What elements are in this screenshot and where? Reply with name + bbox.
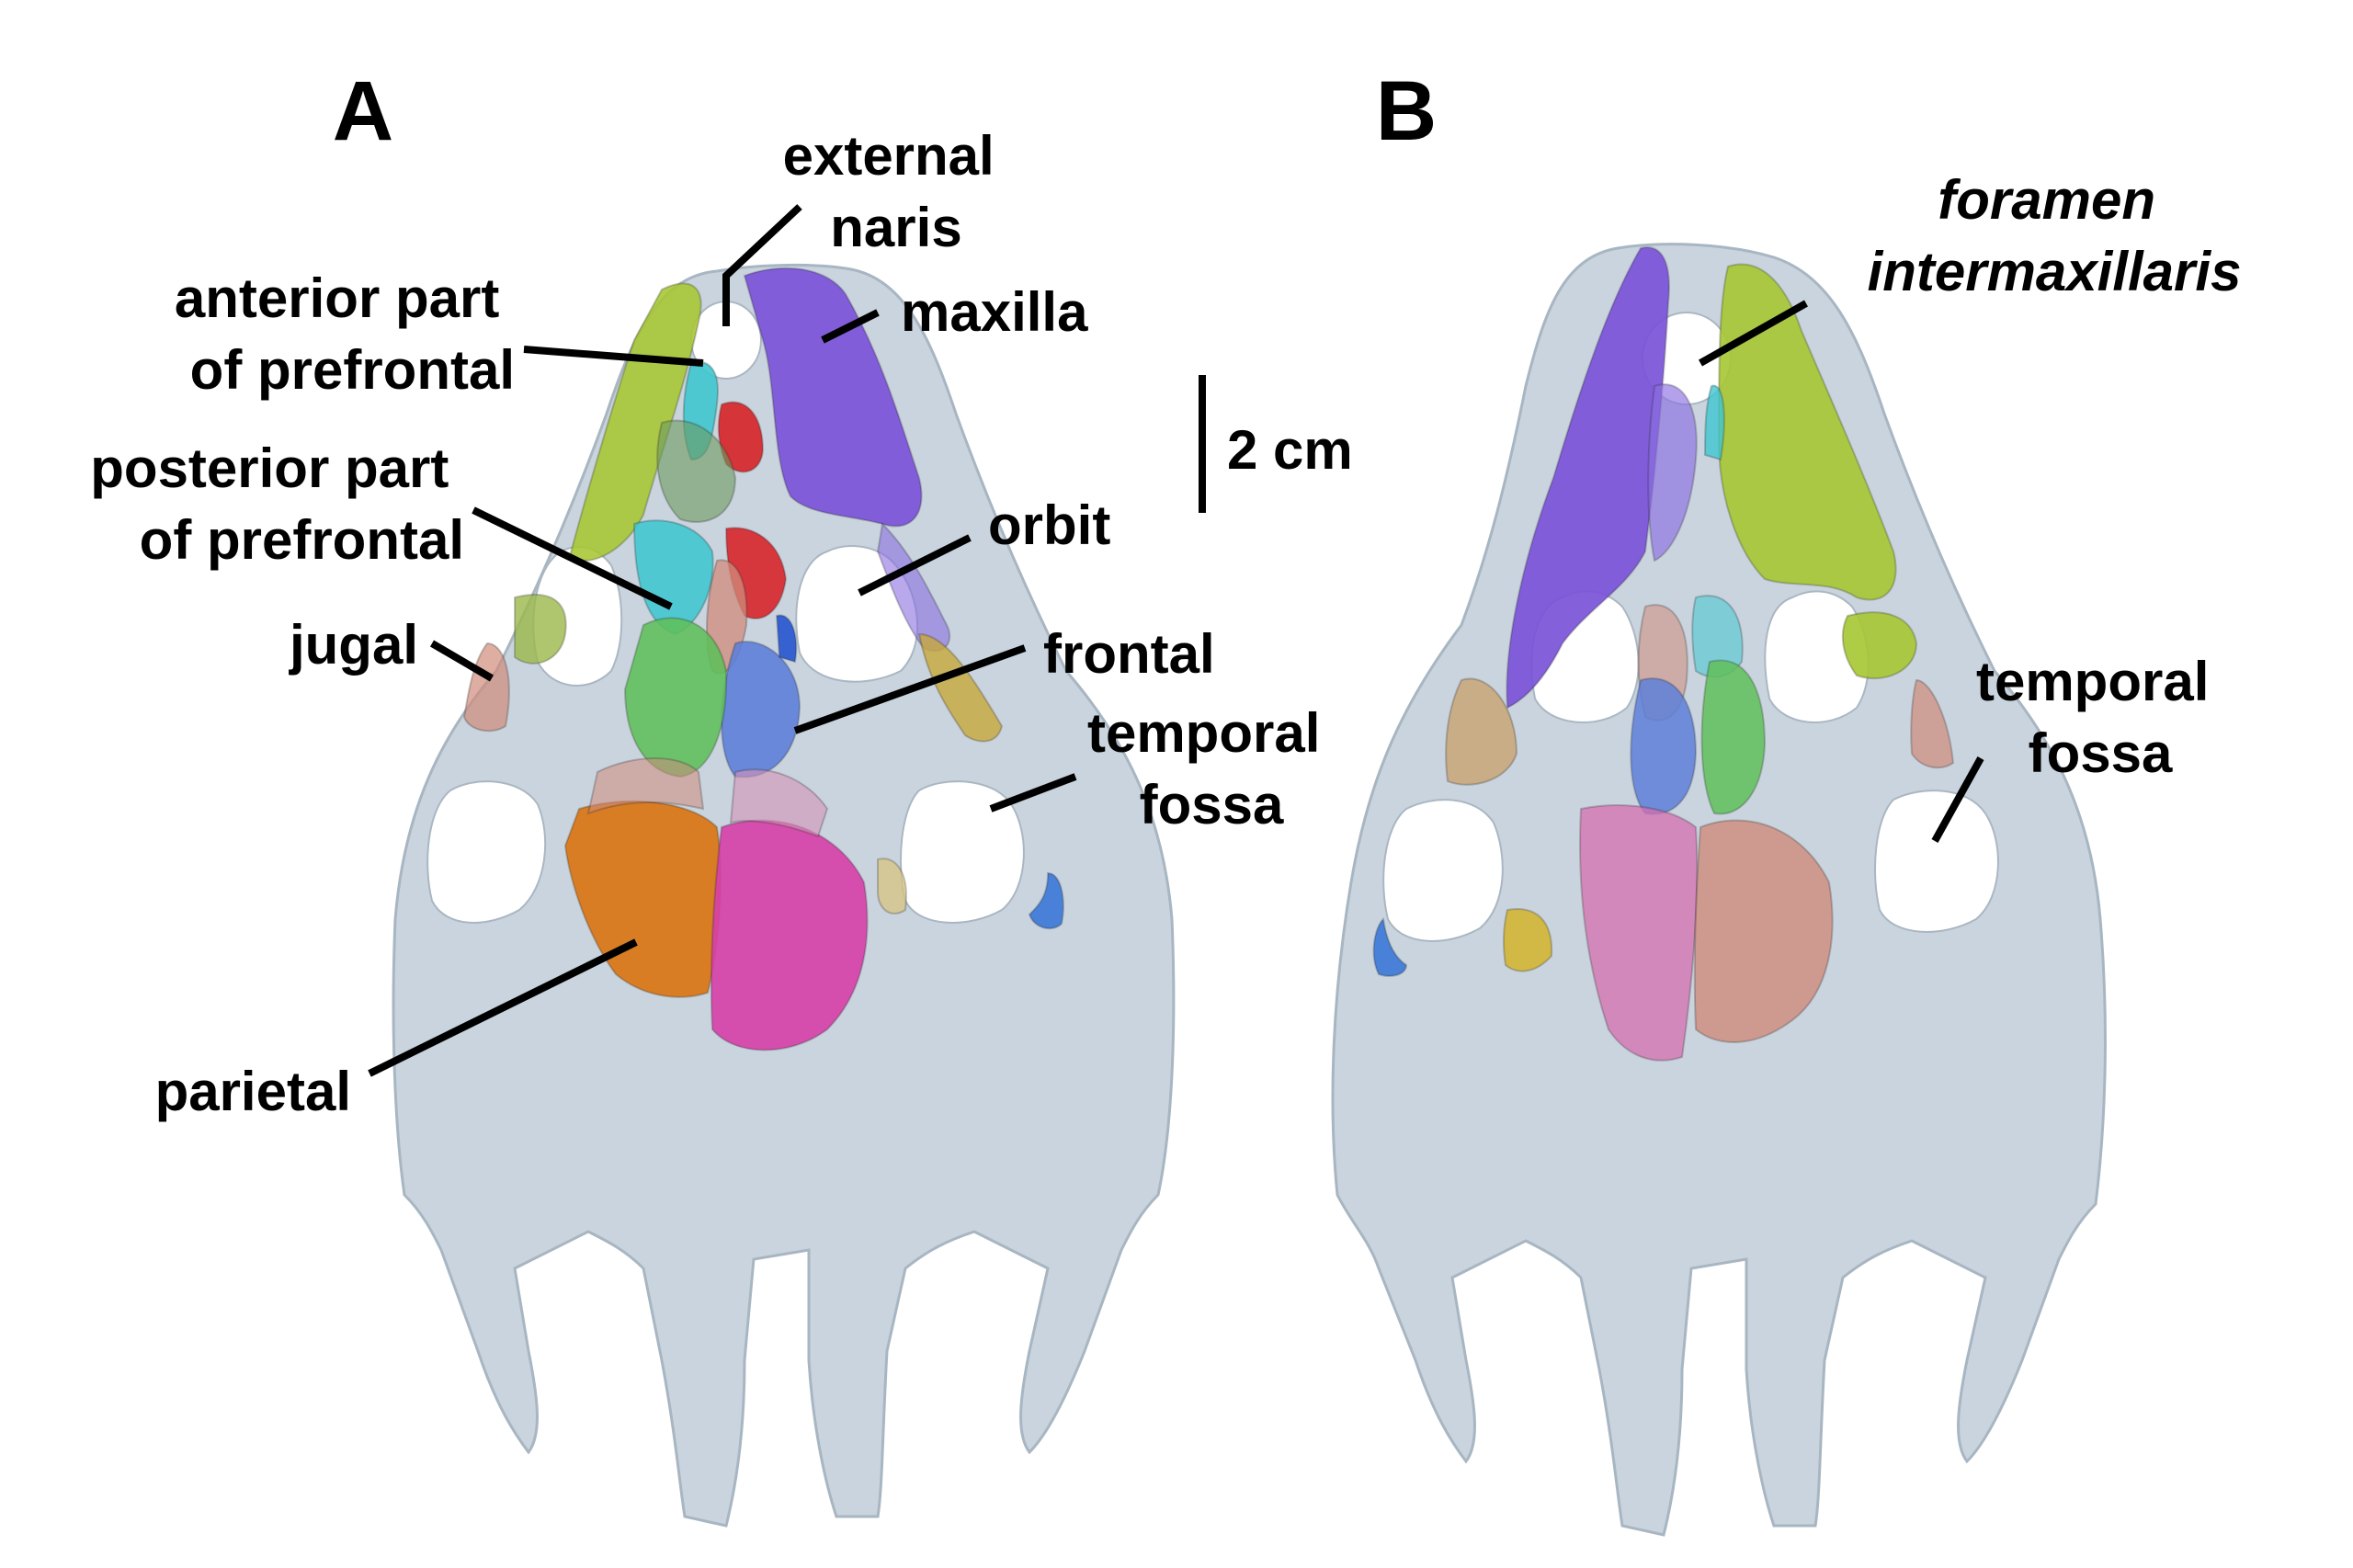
label-parietal: parietal <box>155 1061 351 1122</box>
label-temporal-fossa-b: temporal fossa <box>1976 651 2224 784</box>
jugal-b-green-lower <box>1841 611 1918 680</box>
maxilla-a-purple <box>743 267 923 528</box>
skull-a <box>392 263 1176 1528</box>
label-orbit: orbit <box>988 494 1110 556</box>
parietal-b-salmon <box>1693 819 1834 1043</box>
label-temporal-fossa-a-line1: temporal <box>1087 702 1320 764</box>
label-temporal-fossa-a: temporal fossa <box>1087 702 1336 835</box>
label-foramen-intermaxillaris: foramen intermaxillaris <box>1868 169 2242 302</box>
leader-external-naris <box>722 204 802 326</box>
jugal-a-green-upper <box>568 282 702 562</box>
leader-maxilla <box>821 309 880 344</box>
label-temporal-fossa-b-line1: temporal <box>1976 651 2209 712</box>
maxilla-b-purple-inner <box>1647 383 1698 562</box>
frontal-b-blue <box>1630 677 1698 815</box>
parietal-a-magenta <box>710 819 869 1051</box>
parietal-b-pink <box>1579 804 1699 1062</box>
salmon-a-parietal <box>586 757 705 815</box>
gold-a-jugal <box>917 632 1004 743</box>
leader-anterior-prefrontal <box>523 346 704 367</box>
label-external-naris: external naris <box>783 125 1010 258</box>
parietal-a-orange <box>563 800 722 998</box>
green-a-frontal <box>623 617 728 778</box>
jugal-a-green-lower <box>514 593 567 665</box>
blue-a-small <box>1028 871 1064 930</box>
leader-parietal <box>368 938 638 1077</box>
label-posterior-prefrontal: posterior part of prefrontal <box>90 437 464 571</box>
salmon-a-jugal <box>462 642 510 733</box>
label-frontal: frontal <box>1043 623 1215 685</box>
green-b-frontal <box>1700 659 1767 815</box>
skull-b-temporal-left <box>1382 799 1504 942</box>
pink-a-parietal <box>729 768 829 838</box>
salmon-b-jugal-left <box>1445 677 1518 786</box>
label-posterior-prefrontal-line2: of prefrontal <box>140 509 464 571</box>
salmon-b-jugal-right <box>1910 678 1955 769</box>
skull-b-orbit-right <box>1764 590 1870 723</box>
panel-letter-a: A <box>333 64 393 158</box>
label-anterior-prefrontal: anterior part of prefrontal <box>175 267 515 401</box>
panel-letter-b: B <box>1376 64 1437 158</box>
blue-b-small <box>1372 916 1408 977</box>
scale-bar-label: 2 cm <box>1227 419 1353 481</box>
label-anterior-prefrontal-line1: anterior part <box>175 267 499 329</box>
label-anterior-prefrontal-line2: of prefrontal <box>190 339 515 401</box>
gold-a-small <box>877 858 907 915</box>
skull-a-temporal-right <box>900 780 1025 924</box>
skull-b-temporal-right <box>1874 790 1999 933</box>
label-temporal-fossa-b-line2: fossa <box>2029 722 2173 784</box>
maxilla-b-purple <box>1506 246 1670 710</box>
skull-b <box>1331 243 2107 1537</box>
green-a-mid <box>656 419 737 523</box>
label-temporal-fossa-a-line2: fossa <box>1140 774 1284 835</box>
skull-a-temporal-left <box>426 780 547 924</box>
red-a-anterior <box>717 401 765 473</box>
leader-posterior-prefrontal <box>472 506 673 610</box>
leader-foramen <box>1699 300 1808 367</box>
leader-orbit <box>858 534 972 597</box>
leader-temporal-fossa-b <box>1931 756 1984 843</box>
label-external-naris-line1: external <box>783 125 995 187</box>
cyan-b-small <box>1703 384 1725 461</box>
leader-frontal <box>793 644 1027 734</box>
leader-temporal-fossa-a <box>989 773 1077 812</box>
label-external-naris-line2: naris <box>830 197 961 258</box>
label-foramen-line2: intermaxillaris <box>1868 241 2242 302</box>
label-posterior-prefrontal-line1: posterior part <box>90 437 449 499</box>
leader-jugal <box>429 640 494 682</box>
label-maxilla: maxilla <box>901 281 1088 343</box>
label-jugal: jugal <box>289 614 418 676</box>
gold-b-small <box>1502 908 1553 972</box>
frontal-a-blue-small <box>775 614 798 664</box>
label-foramen-line1: foramen <box>1938 169 2155 231</box>
